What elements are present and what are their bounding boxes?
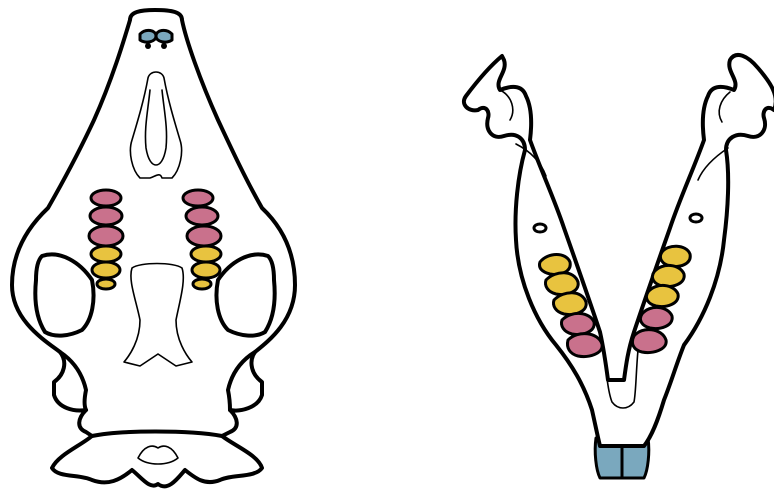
upper-molar-r1 (183, 190, 213, 206)
upper-premolar-l1 (91, 246, 121, 262)
foramen-magnum (138, 446, 178, 464)
upper-premolar-r3 (193, 279, 211, 289)
upper-molar-l3 (89, 226, 123, 246)
lower-premolar-r1 (660, 246, 690, 266)
upper-molar-r2 (186, 207, 218, 225)
upper-molar-l2 (90, 207, 122, 225)
mental-foramen-left (534, 224, 546, 232)
mandible-outline (464, 55, 774, 446)
lower-molar-l1 (561, 313, 594, 334)
upper-molar-r3 (187, 226, 221, 246)
lower-molar-l2 (567, 334, 602, 357)
upper-incisors (140, 30, 172, 42)
lower-molar-r1 (640, 307, 672, 328)
upper-premolar-l3 (97, 279, 115, 289)
upper-incisor-left (140, 30, 156, 42)
upper-premolar-l2 (92, 262, 120, 278)
lower-molar-r2 (632, 330, 666, 353)
mandible-view (464, 55, 774, 478)
upper-premolar-r2 (192, 262, 220, 278)
lower-premolar-r3 (646, 285, 678, 306)
mental-foramen-right (690, 214, 702, 222)
lower-premolar-l2 (545, 273, 578, 295)
upper-premolar-r1 (191, 246, 221, 262)
upper-molar-l1 (91, 190, 121, 206)
upper-incisor-right (156, 30, 172, 42)
lower-premolar-r2 (652, 265, 684, 286)
lower-premolar-l3 (553, 293, 586, 315)
